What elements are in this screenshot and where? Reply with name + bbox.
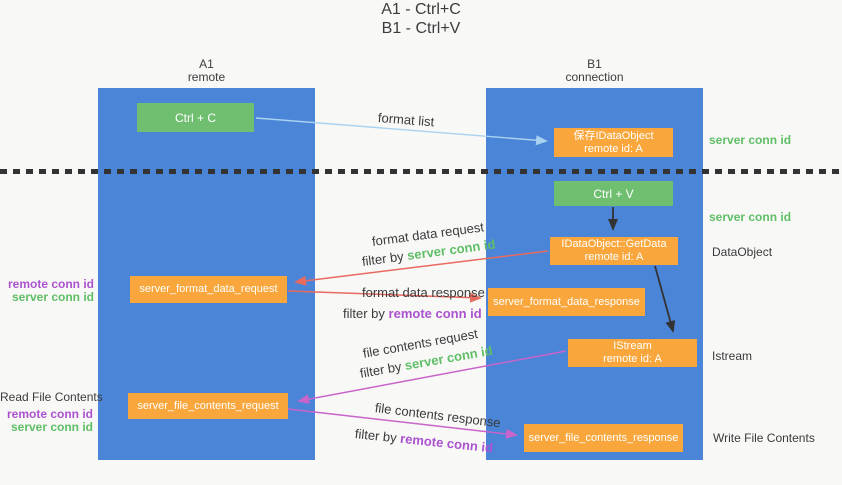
right-server-conn-id-mid-label: server conn id [709, 210, 792, 224]
server-file-contents-request-label: server_file_contents_request [137, 399, 279, 412]
save-idataobject-box: 保存IDataObject remote id: A [554, 128, 673, 157]
ctrl-c-action-box: Ctrl + C [137, 103, 254, 132]
title-line-1: A1 - Ctrl+C [381, 1, 461, 18]
filter-by-text: filter by [358, 358, 403, 381]
filter-key-remote-conn-id: remote conn id [388, 306, 482, 321]
left-server-conn-id-label: server conn id [10, 420, 93, 434]
server-file-contents-request-box: server_file_contents_request [128, 393, 288, 419]
lifeline-b1-header: B1 connection [486, 58, 703, 84]
file-contents-response-label: file contents response [374, 400, 502, 431]
lifeline-b1-role: connection [565, 70, 624, 84]
ctrl-v-label: Ctrl + V [593, 186, 634, 201]
server-file-contents-response-box: server_file_contents_response [524, 424, 683, 452]
idataobject-getdata-box: IDataObject::GetData remote id: A [550, 237, 678, 265]
file-contents-response-filter-label: filter by remote conn id [354, 426, 494, 455]
istream-box: IStream remote id: A [568, 339, 697, 367]
format-data-response-label: format data response [362, 285, 485, 300]
lifeline-a1-role: remote [187, 70, 226, 84]
ctrl-c-label: Ctrl + C [174, 110, 216, 125]
lifeline-b1-name: B1 [587, 57, 602, 71]
left-file-conn-id-labels: Read File Contents remote conn id server… [0, 390, 103, 434]
read-file-contents-label: Read File Contents [0, 390, 103, 404]
diagram-title: A1 - Ctrl+C B1 - Ctrl+V [0, 0, 842, 38]
left-server-conn-id-label: server conn id [11, 290, 94, 304]
title-line-2: B1 - Ctrl+V [381, 20, 461, 37]
left-format-conn-id-labels: remote conn id server conn id [0, 278, 94, 304]
filter-by-text: filter by [361, 248, 405, 269]
right-server-conn-id-top-label: server conn id [709, 133, 792, 147]
server-format-data-response-box: server_format_data_response [488, 288, 645, 316]
right-istream-label: Istream [712, 349, 753, 363]
istream-line1: IStream [613, 340, 652, 352]
format-data-response-filter-label: filter by remote conn id [343, 306, 482, 321]
ctrl-v-action-box: Ctrl + V [554, 181, 673, 206]
left-remote-conn-id-label: remote conn id [6, 407, 93, 421]
filter-by-text: filter by [354, 426, 398, 446]
server-format-data-request-box: server_format_data_request [130, 276, 287, 303]
save-idataobject-line2: remote id: A [584, 142, 643, 155]
lifeline-a1-name: A1 [199, 57, 214, 71]
istream-line2: remote id: A [603, 353, 662, 365]
server-format-data-response-label: server_format_data_response [493, 295, 640, 308]
format-list-label: format list [377, 110, 435, 130]
left-remote-conn-id-label: remote conn id [7, 277, 94, 291]
getdata-line1: IDataObject::GetData [561, 238, 667, 250]
lifeline-a1-header: A1 remote [98, 58, 315, 84]
save-idataobject-line1: 保存IDataObject [573, 129, 654, 142]
server-file-contents-response-label: server_file_contents_response [528, 431, 679, 444]
filter-by-text: filter by [343, 306, 385, 321]
right-write-file-contents-label: Write File Contents [713, 431, 815, 445]
phase-divider-dotted-line [0, 169, 842, 174]
server-format-data-request-label: server_format_data_request [139, 283, 278, 295]
filter-key-remote-conn-id: remote conn id [399, 430, 494, 456]
right-dataobject-label: DataObject [712, 245, 773, 259]
getdata-line2: remote id: A [584, 251, 644, 263]
